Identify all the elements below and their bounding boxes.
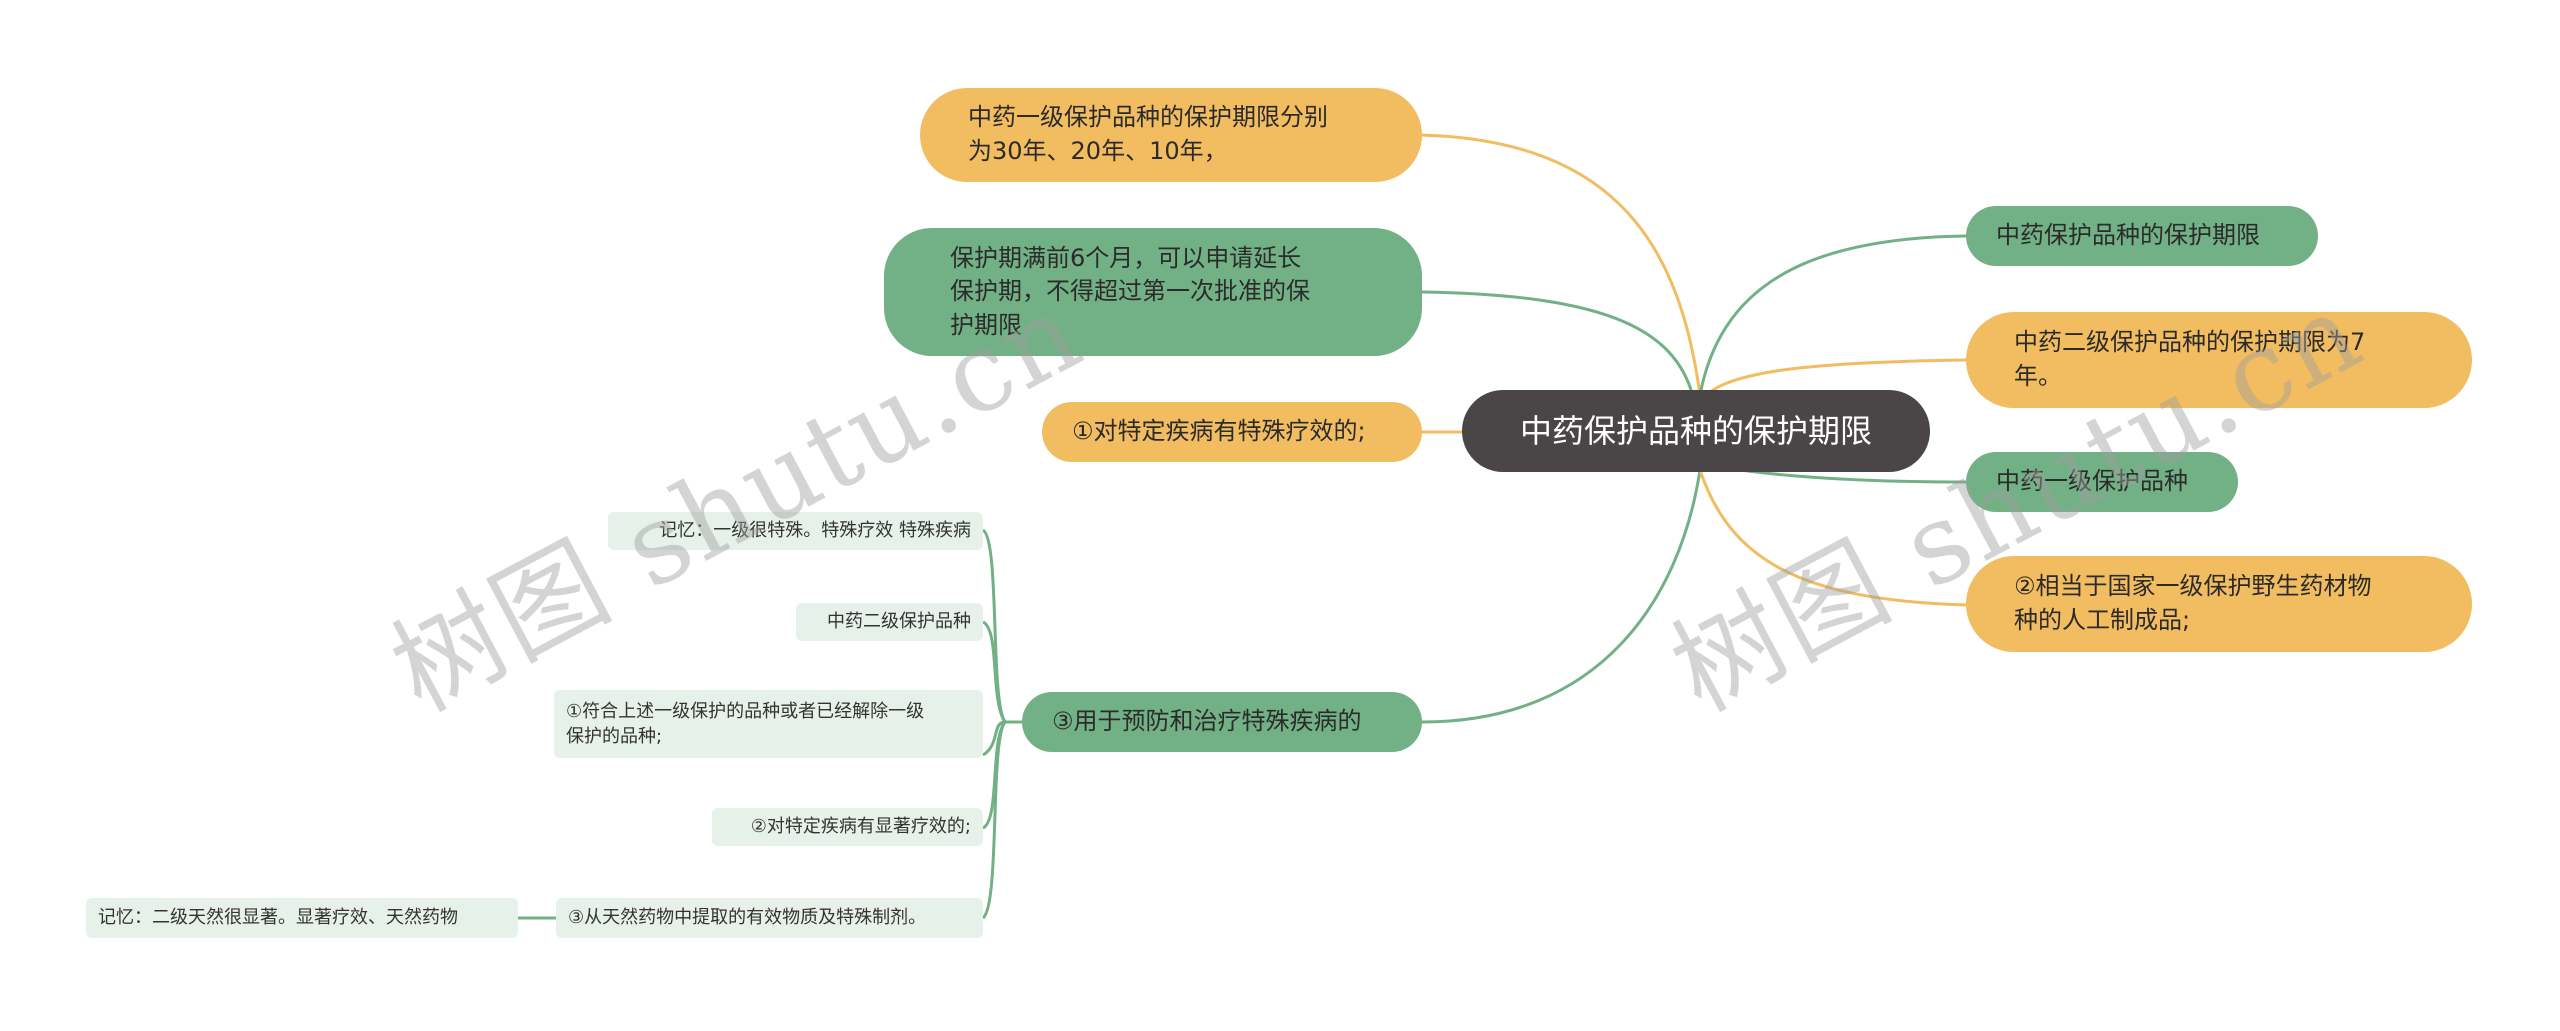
root-topic[interactable]: 中药保护品种的保护期限 <box>1462 390 1930 472</box>
link-root-r3 <box>1739 468 1967 484</box>
branch-label: 保护期满前6个月，可以申请延长 保护期，不得超过第一次批准的保 护期限 <box>950 243 1310 339</box>
branch-level1-title[interactable]: 中药一级保护品种 <box>1966 452 2238 512</box>
branch-level2-period[interactable]: 中药二级保护品种的保护期限为7 年。 <box>1966 312 2472 408</box>
root-topic-label: 中药保护品种的保护期限 <box>1519 411 1872 450</box>
branch-artificial-substitute[interactable]: ②相当于国家一级保护野生药材物 种的人工制成品; <box>1966 556 2472 652</box>
link-root-r2 <box>1709 358 1967 394</box>
branch-protection-period-level1[interactable]: 中药一级保护品种的保护期限分别 为30年、20年、10年， <box>920 88 1422 182</box>
link-leaf-l3 <box>982 720 1006 757</box>
leaf-level2-title[interactable]: 中药二级保护品种 <box>796 603 983 641</box>
branch-protection-period-title[interactable]: 中药保护品种的保护期限 <box>1966 206 2318 266</box>
leaf-memory-level1[interactable]: 记忆：一级很特殊。特殊疗效 特殊疾病 <box>608 512 983 550</box>
link-root-r1 <box>1698 234 1967 396</box>
leaf-label: ②对特定疾病有显著疗效的; <box>750 816 971 838</box>
branch-label: 中药一级保护品种的保护期限分别 为30年、20年、10年， <box>968 103 1328 165</box>
branch-special-efficacy[interactable]: ①对特定疾病有特殊疗效的; <box>1042 402 1422 462</box>
link-root-b1 <box>1419 133 1702 396</box>
link-root-b4 <box>1421 469 1702 724</box>
leaf-label: 中药二级保护品种 <box>827 611 971 633</box>
leaf-label: ③从天然药物中提取的有效物质及特殊制剂。 <box>568 907 927 929</box>
branch-extension-rule[interactable]: 保护期满前6个月，可以申请延长 保护期，不得超过第一次批准的保 护期限 <box>884 228 1422 356</box>
leaf-label: 记忆：一级很特殊。特殊疗效 特殊疾病 <box>659 520 971 542</box>
branch-label: ②相当于国家一级保护野生药材物 种的人工制成品; <box>2014 572 2372 634</box>
link-root-b2 <box>1421 290 1697 406</box>
branch-special-disease[interactable]: ③用于预防和治疗特殊疾病的 <box>1022 692 1422 752</box>
branch-label: ①对特定疾病有特殊疗效的; <box>1072 417 1366 446</box>
branch-label: 中药一级保护品种 <box>1996 467 2188 496</box>
leaf-label: ①符合上述一级保护的品种或者已经解除一级 保护的品种; <box>566 700 925 747</box>
branch-label: ③用于预防和治疗特殊疾病的 <box>1052 707 1362 736</box>
link-leaf-l2 <box>982 620 1007 723</box>
branch-label: 中药保护品种的保护期限 <box>1996 221 2260 250</box>
leaf-level2-criterion1[interactable]: ①符合上述一级保护的品种或者已经解除一级 保护的品种; <box>554 690 983 758</box>
branch-label: 中药二级保护品种的保护期限为7 年。 <box>2014 328 2366 390</box>
leaf-level2-criterion2[interactable]: ②对特定疾病有显著疗效的; <box>712 808 983 846</box>
leaf-memory-level2[interactable]: 记忆：二级天然很显著。显著疗效、天然药物 <box>86 898 518 938</box>
link-root-r4 <box>1698 469 1967 607</box>
link-leaf-l5 <box>981 721 1007 920</box>
leaf-label: 记忆：二级天然很显著。显著疗效、天然药物 <box>98 907 458 929</box>
leaf-level2-criterion3[interactable]: ③从天然药物中提取的有效物质及特殊制剂。 <box>556 898 983 938</box>
